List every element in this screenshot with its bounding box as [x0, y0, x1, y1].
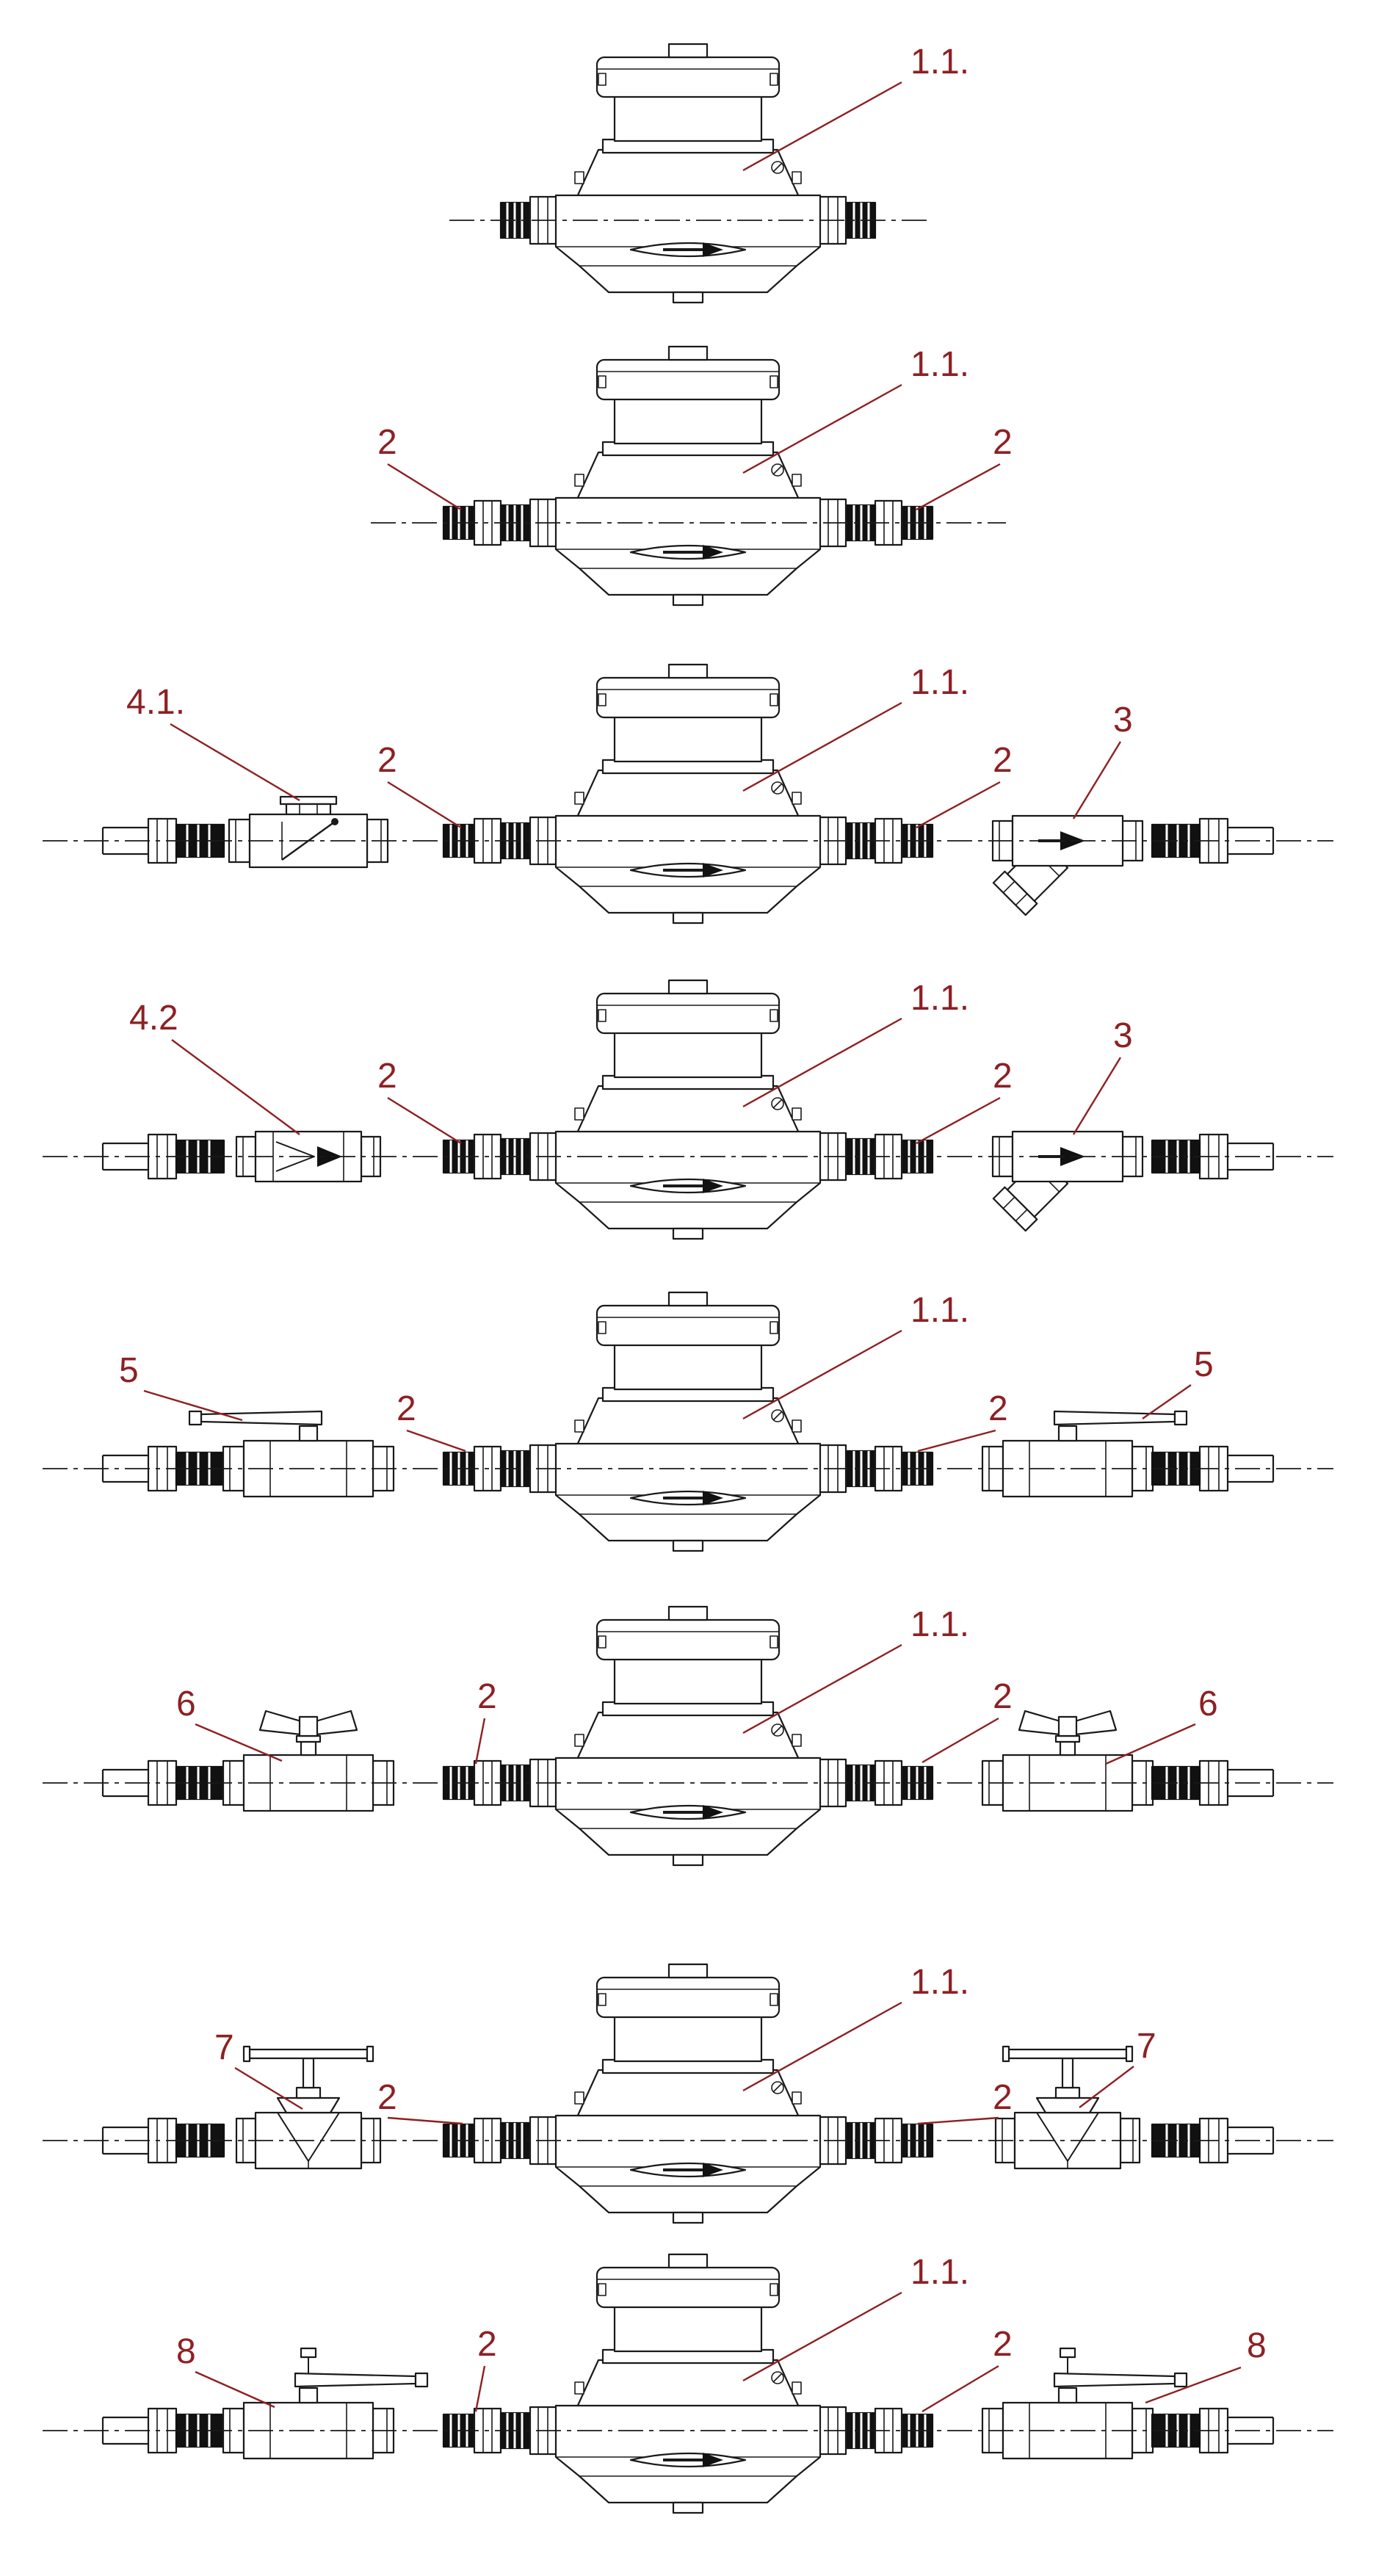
callout-coupling-right: 2: [988, 1389, 1008, 1428]
callout-water-meter: 1.1.: [910, 43, 969, 82]
row-butterfly-ball-valves: 6 2 1.1. 2 6: [43, 1605, 1333, 1867]
leader-line: [916, 1096, 1001, 1145]
callout-coupling-left: 2: [377, 1057, 397, 1096]
callout-coupling-left: 2: [377, 2078, 397, 2117]
leader-line: [170, 723, 300, 802]
callout-strainer: 3: [1113, 701, 1133, 739]
leader-line: [387, 463, 462, 511]
callout-ball-valve-right: 6: [1198, 1685, 1218, 1723]
row-meter-only: 1.1.: [449, 43, 969, 304]
leader-line: [387, 1096, 462, 1145]
leader-line: [742, 1329, 902, 1420]
ball-valve-butterfly-right: [982, 1711, 1153, 1811]
callout-water-meter: 1.1.: [910, 1291, 969, 1330]
row-spring-check-strainer: 4.2 2 1.1. 2 3: [43, 979, 1333, 1240]
leader-line: [917, 1429, 996, 1452]
leader-line: [1142, 1384, 1192, 1419]
leader-line: [143, 1389, 243, 1422]
pipe-stub-left: [101, 2117, 225, 2164]
leader-line: [742, 1643, 902, 1734]
callout-ball-valve-left: 6: [176, 1685, 196, 1723]
callout-water-meter: 1.1.: [910, 2253, 969, 2292]
callout-water-meter: 1.1.: [910, 1963, 969, 2002]
check-valve-flap: [228, 795, 389, 869]
callout-strainer: 3: [1113, 1016, 1133, 1055]
leader-line: [1145, 2366, 1242, 2404]
callout-coupling-left: 2: [377, 741, 397, 780]
water-meter: [499, 2253, 877, 2514]
callout-coupling-right: 2: [993, 1057, 1013, 1096]
leader-line: [387, 781, 462, 829]
callout-ball-valve-left: 8: [176, 2332, 196, 2371]
pipe-stub-left: [101, 817, 225, 864]
water-meter: [499, 1605, 877, 1867]
leader-line: [195, 2370, 275, 2409]
gate-valve-right: [994, 2045, 1141, 2170]
leader-line: [916, 463, 1001, 511]
leader-line: [406, 1429, 466, 1452]
callout-coupling-left: 2: [377, 423, 397, 462]
callout-water-meter: 1.1.: [910, 345, 969, 384]
callout-ball-valve-left: 5: [119, 1351, 139, 1390]
callout-coupling-right: 2: [993, 423, 1013, 462]
water-meter: [499, 43, 877, 304]
callout-check-valve: 4.2: [129, 999, 178, 1038]
water-meter: [499, 1963, 877, 2224]
leader-line: [234, 2066, 303, 2110]
row-lever-ball-valves: 5 2 1.1. 2 5: [43, 1291, 1333, 1552]
pipe-stub-left: [101, 1133, 225, 1180]
pipe-stub-left: [101, 1759, 225, 1806]
row-gate-valves: 7 2 1.1. 2 7: [43, 1963, 1333, 2224]
leader-line: [1079, 2066, 1134, 2108]
leader-line: [742, 2001, 902, 2092]
leader-line: [742, 2291, 902, 2382]
row-check-valve-strainer: 4.1. 2 1.1. 2 3: [43, 663, 1333, 925]
strainer: [991, 814, 1144, 917]
leader-line: [917, 2116, 999, 2125]
callout-gate-valve-right: 7: [1137, 2027, 1156, 2066]
callout-water-meter: 1.1.: [910, 663, 969, 702]
leader-line: [921, 2365, 999, 2413]
callout-coupling-right: 2: [993, 2325, 1013, 2364]
row-meter-with-couplings: 2 1.1. 2: [371, 345, 1013, 607]
callout-water-meter: 1.1.: [910, 1605, 969, 1644]
ball-valve-lockable-left: [223, 2348, 427, 2459]
callout-coupling-right: 2: [993, 741, 1013, 780]
leader-line: [916, 781, 1001, 829]
callout-coupling-right: 2: [993, 1677, 1013, 1716]
leader-line: [1105, 1723, 1196, 1765]
leader-line: [171, 1039, 300, 1135]
callout-water-meter: 1.1.: [910, 979, 969, 1018]
leader-line: [387, 2116, 463, 2125]
gate-valve-left: [235, 2045, 382, 2170]
leader-line: [742, 701, 902, 792]
leader-line: [1072, 741, 1122, 820]
leader-line: [474, 1718, 486, 1765]
callout-coupling-right: 2: [993, 2078, 1013, 2117]
leader-line: [1072, 1057, 1122, 1135]
water-meter: [499, 1291, 877, 1552]
leader-line: [474, 2365, 486, 2412]
water-meter: [499, 345, 877, 607]
callout-coupling-left: 2: [477, 2325, 497, 2364]
ball-valve-butterfly-left: [223, 1711, 394, 1811]
callout-check-valve: 4.1.: [126, 683, 185, 722]
callout-coupling-left: 2: [477, 1677, 497, 1716]
leader-line: [742, 81, 902, 172]
leader-line: [921, 1717, 999, 1764]
leader-line: [195, 1723, 283, 1762]
pipe-stub-left: [101, 2407, 225, 2454]
callout-coupling-left: 2: [396, 1389, 416, 1428]
callout-ball-valve-right: 5: [1194, 1345, 1214, 1384]
water-meter: [499, 663, 877, 925]
leader-line: [742, 1017, 902, 1108]
pipe-stub-left: [101, 1445, 225, 1492]
callout-gate-valve-left: 7: [214, 2028, 234, 2067]
strainer: [991, 1130, 1144, 1233]
row-lockable-ball-valves: 8 2 1.1. 2 8: [43, 2253, 1333, 2514]
leader-line: [742, 383, 902, 474]
water-meter: [499, 979, 877, 1240]
callout-ball-valve-right: 8: [1247, 2326, 1267, 2365]
